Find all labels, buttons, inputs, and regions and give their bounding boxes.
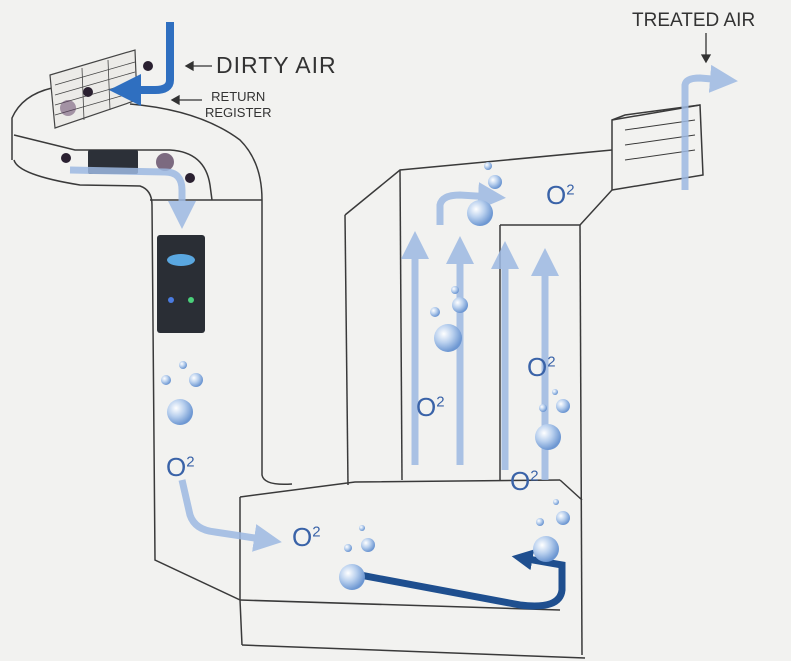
oxygen-base: O: [546, 180, 567, 210]
dirt-particle-icons: [60, 61, 195, 183]
dirty-air-arrow: [109, 22, 174, 106]
treated-air-label: TREATED AIR: [632, 10, 756, 31]
return-flow-arrow: [359, 549, 566, 610]
oxygen-sup: 2: [436, 393, 445, 411]
oxygen-sup: 2: [530, 467, 539, 485]
dirty-air-label: DIRTY AIR: [216, 52, 337, 78]
oxygen-sup: 2: [566, 181, 575, 199]
oxygen-base: O: [292, 522, 313, 552]
oxygen-bubbles: [161, 162, 570, 590]
oxygen-label: O2: [510, 466, 539, 497]
oxygen-label: O2: [416, 392, 445, 423]
oxygen-label: O2: [527, 352, 556, 383]
oxygen-base: O: [166, 452, 187, 482]
oxygen-base: O: [416, 392, 437, 422]
return-register-grille: [49, 49, 138, 129]
return-register-line1: RETURN: [211, 89, 266, 104]
return-register-label: RETURN REGISTER: [205, 89, 271, 121]
oxygen-base: O: [510, 466, 531, 496]
flow-arrows: [69, 64, 738, 552]
oxygen-base: O: [527, 352, 548, 382]
oxygen-label: O2: [546, 180, 575, 211]
oxygen-label: O2: [166, 452, 195, 483]
oxygen-sup: 2: [312, 523, 321, 541]
pointer-arrows: [170, 33, 712, 106]
return-register-line2: REGISTER: [205, 105, 272, 120]
oxygen-sup: 2: [547, 353, 556, 371]
oxygen-label: O2: [292, 522, 321, 553]
purifier-device: [157, 235, 205, 333]
oxygen-sup: 2: [186, 453, 195, 471]
